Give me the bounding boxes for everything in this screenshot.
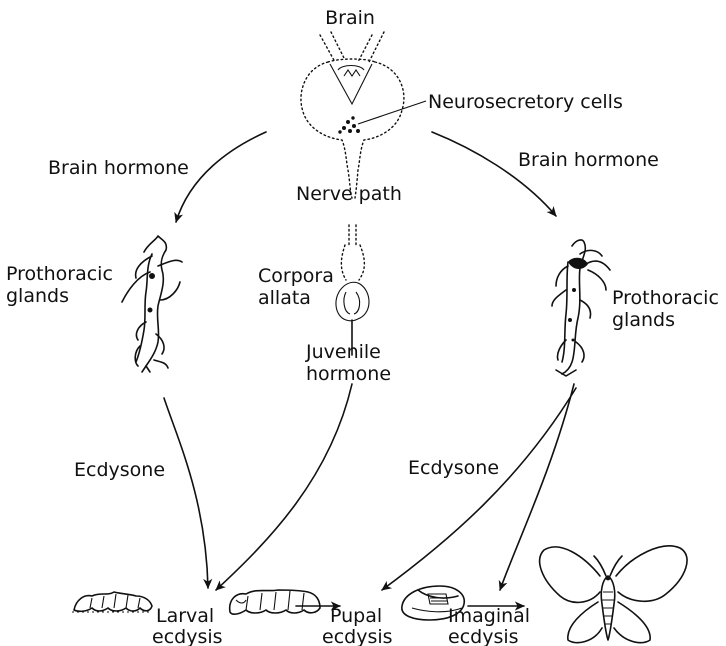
- ecdysone-right-imaginal-arrow: [500, 384, 574, 590]
- ecdysone-right-pupal-arrow: [382, 388, 576, 590]
- juvenile-hormone-label-line1: Juvenile: [305, 341, 381, 363]
- prothoracic-glands-left-label-line2: glands: [6, 285, 69, 307]
- brain-hormone-right-label: Brain hormone: [518, 149, 659, 171]
- juvenile-hormone-arrow: [216, 384, 352, 590]
- ecdysone-left-arrow: [164, 398, 208, 588]
- ecdysone-left-label: Ecdysone: [74, 459, 165, 481]
- pupal-ecdysis-label-line1: Pupal: [330, 605, 382, 627]
- brain-drawing: [301, 32, 426, 198]
- brain-hormone-left-arrow: [176, 132, 266, 222]
- larval-ecdysis-label-line2: ecdysis: [152, 626, 223, 646]
- imaginal-ecdysis-label-line1: Imaginal: [448, 605, 530, 627]
- prothoracic-glands-right-label-line2: glands: [612, 309, 675, 331]
- pupal-ecdysis-label-line2: ecdysis: [322, 626, 393, 646]
- adult-moth-icon: [540, 546, 687, 643]
- prothoracic-glands-left-label-line1: Prothoracic: [6, 263, 113, 285]
- prothoracic-glands-right-label-line1: Prothoracic: [612, 287, 719, 309]
- large-larva-icon: [230, 590, 320, 614]
- corpora-allata-label-line2: allata: [258, 287, 311, 309]
- corpora-allata-label-line1: Corpora: [258, 265, 334, 287]
- nerve-path-label: Nerve path: [296, 183, 402, 205]
- juvenile-hormone-label-line2: hormone: [306, 363, 391, 385]
- prothoracic-gland-left: [122, 236, 182, 372]
- small-larva-icon: [72, 592, 152, 612]
- ecdysone-right-label: Ecdysone: [408, 457, 499, 479]
- neurosecretory-cells-label: Neurosecretory cells: [428, 91, 623, 113]
- imaginal-ecdysis-label-line2: ecdysis: [448, 626, 519, 646]
- brain-hormone-right-arrow: [432, 132, 556, 216]
- larval-ecdysis-label-line1: Larval: [156, 605, 214, 627]
- brain-hormone-left-label: Brain hormone: [48, 157, 189, 179]
- prothoracic-gland-right: [552, 240, 610, 376]
- brain-label: Brain: [325, 7, 375, 29]
- corpora-allata-drawing: [336, 225, 369, 355]
